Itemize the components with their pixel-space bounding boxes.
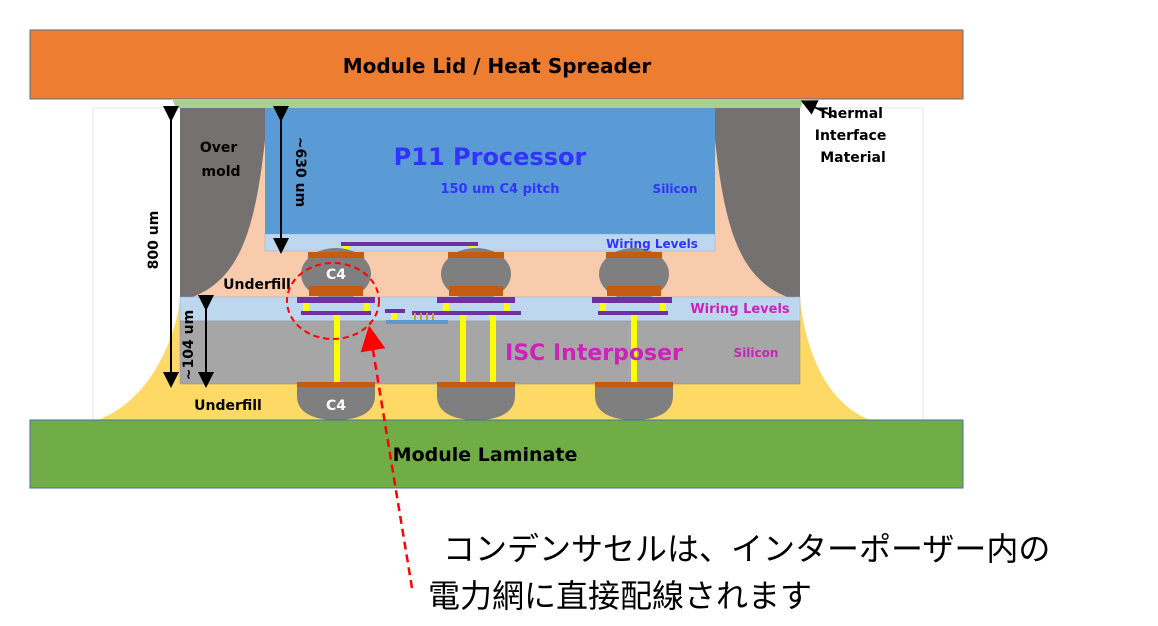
upper-c4-label: C4 [326,267,346,283]
tim-label: Thermal Interface Material [815,106,891,166]
lower-c4-bump-3 [595,382,673,420]
upper-underfill-label: Underfill [223,277,291,293]
module-laminate [29,419,964,489]
module-laminate-label: Module Laminate [393,444,578,466]
processor-wiring-label: Wiring Levels [606,237,698,251]
interposer-material-label: Silicon [734,346,779,360]
processor-metal-line [341,242,478,246]
lower-c4-bump-1 [297,382,375,420]
tim-callout-arrow [800,100,836,118]
upper-c4-bump-1 [301,248,371,300]
interposer-metal-stack-3 [592,297,672,384]
module-lid [29,29,964,100]
capacitor-cell [385,309,448,324]
interposer-metal-stack-1 [297,297,375,384]
processor-height-label: ~630 um [292,137,308,207]
highlight-circle [286,262,380,340]
processor-material-label: Silicon [653,182,698,196]
interposer-title: ISC Interposer [505,341,683,366]
lower-c4-label: C4 [326,398,346,414]
interposer-height-label: ~104 um [181,310,197,380]
processor-title: P11 Processor [394,143,587,171]
processor-silicon [265,108,715,234]
module-lid-label: Module Lid / Heat Spreader [343,54,652,78]
lower-c4-bump-2 [437,382,515,420]
annotation-text: コンデンサセルは、インターポーザー内の 電力網に直接配線されます [428,530,1061,615]
upper-c4-bump-2 [441,248,511,300]
overmold-right [715,108,800,298]
processor-subtitle: 150 um C4 pitch [440,182,559,197]
thermal-interface-material [172,99,805,108]
interposer-metal-stack-2 [412,297,521,384]
annotation-arrow [360,325,414,589]
total-height-label: 800 um [146,211,162,270]
overmold-label: Over mold [200,140,242,180]
processor-via [343,246,349,251]
lower-underfill-label: Underfill [194,398,262,414]
interposer-wiring-label: Wiring Levels [690,302,790,317]
overmold-left [180,108,265,298]
upper-c4-bump-3 [599,248,669,300]
